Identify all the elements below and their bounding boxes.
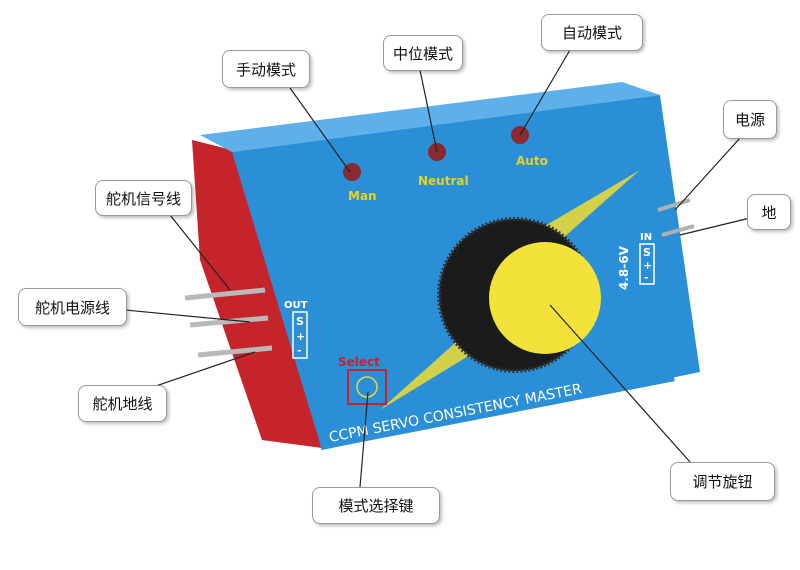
out-pin-s: S [296, 315, 304, 328]
knob-cap [489, 242, 601, 354]
device-side-panel [192, 140, 322, 448]
input-pins [657, 198, 695, 237]
output-pins [184, 287, 273, 358]
in-pin-plus: + [643, 259, 652, 272]
callout-mode-select: 模式选择键 [312, 487, 440, 524]
in-pin-minus: - [644, 271, 649, 284]
in-pin-s: S [643, 246, 651, 259]
callout-ground: 地 [747, 194, 791, 230]
callout-servo-signal: 舵机信号线 [95, 180, 192, 216]
led-label-auto: Auto [516, 154, 548, 168]
callout-auto-mode: 自动模式 [541, 14, 643, 51]
callout-neutral-mode: 中位模式 [383, 35, 463, 71]
voltage-label: 4.8-6V [617, 245, 631, 290]
leader-lines [124, 49, 751, 488]
select-label: Select [338, 355, 380, 369]
led-label-neutral: Neutral [418, 174, 469, 188]
callout-power: 电源 [723, 100, 777, 139]
callout-servo-power: 舵机电源线 [18, 288, 127, 326]
led-label-man: Man [348, 189, 377, 203]
callout-servo-ground: 舵机地线 [78, 385, 167, 422]
out-pin-minus: - [297, 344, 302, 357]
in-label: IN [640, 232, 652, 243]
callout-adjust-knob: 调节旋钮 [670, 462, 775, 501]
callout-manual-mode: 手动模式 [222, 50, 310, 88]
out-label: OUT [284, 300, 308, 311]
out-pin-plus: + [296, 330, 305, 343]
